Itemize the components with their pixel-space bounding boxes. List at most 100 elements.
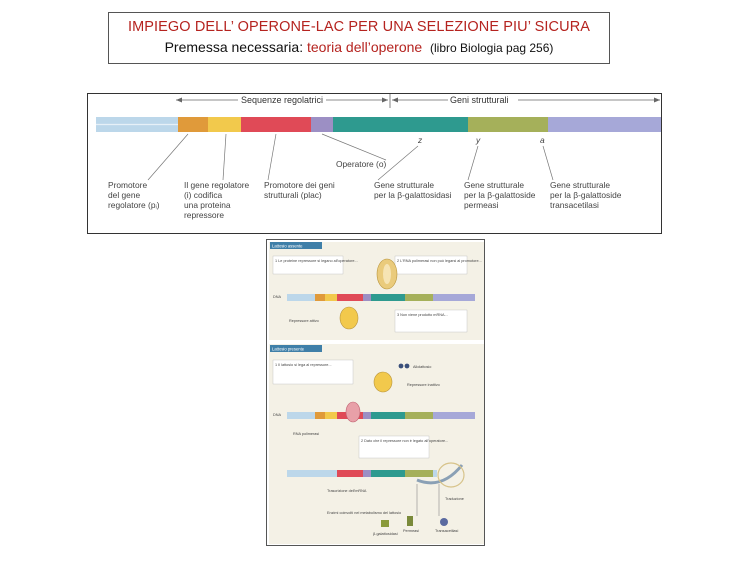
svg-text:Gene strutturale: Gene strutturale	[464, 180, 524, 190]
enzyme-shape-2	[407, 516, 413, 526]
bottom-seg-i	[325, 412, 337, 419]
arrowhead-right-b	[654, 97, 660, 103]
top-step1-text: 1 Le proteine repressore si legano all'o…	[275, 259, 358, 263]
segment-gene-y	[468, 117, 548, 132]
top-step1-box	[272, 255, 344, 275]
lac-operon-panels: Lattosio assente 1 Le proteine repressor…	[266, 239, 485, 546]
bottom-seg-a	[433, 412, 475, 419]
allolactose-label: Allolattosio	[413, 365, 431, 369]
bottom-seg-pi	[315, 412, 325, 419]
svg-text:transacetilasi: transacetilasi	[550, 200, 599, 210]
label-plac: Promotore dei geni strutturali (plac)	[264, 180, 335, 200]
label-gene-y: Gene strutturale per la β-galattoside pe…	[464, 180, 536, 210]
svg-text:Promotore: Promotore	[108, 180, 147, 190]
svg-text:strutturali (plac): strutturali (plac)	[264, 190, 322, 200]
bottom-step2-text: 2 Dato che il repressore non è legato al…	[361, 439, 448, 443]
top-step3-text: 3 Non viene prodotto mRNA...	[397, 313, 448, 317]
operon-diagram-svg: Sequenze regolatrici Geni strutturali z …	[96, 94, 661, 220]
operon-diagram: Sequenze regolatrici Geni strutturali z …	[87, 93, 662, 234]
svg-text:Gene strutturale: Gene strutturale	[550, 180, 610, 190]
allolactose-dot-1	[398, 363, 404, 369]
svg-text:(i) codifica: (i) codifica	[184, 190, 223, 200]
pointer-plac	[267, 133, 277, 181]
top-seg-a	[433, 294, 475, 301]
svg-text:per la β-galattoside: per la β-galattoside	[550, 190, 622, 200]
panel-top-header: Lattosio assente	[272, 244, 303, 249]
pointer-gene-i	[222, 133, 227, 181]
label-gene-z: Gene strutturale per la β-galattosidasi	[374, 180, 452, 200]
svg-text:Il gene regolatore: Il gene regolatore	[184, 180, 250, 190]
top-seg-pi	[315, 294, 325, 301]
gene-letter-y: y	[475, 135, 481, 145]
svg-text:del gene: del gene	[108, 190, 140, 200]
ribosome-shape	[437, 462, 465, 488]
svg-text:regolatore (pᵢ): regolatore (pᵢ)	[108, 200, 160, 210]
bottom-seg-z	[371, 412, 405, 419]
label-promoter-i: Promotore del gene regolatore (pᵢ)	[108, 180, 160, 210]
svg-text:permeasi: permeasi	[464, 200, 499, 210]
bottom-step1-box	[272, 359, 354, 385]
tx-seg-z	[371, 470, 405, 477]
segment-operator	[311, 117, 333, 132]
arrowhead-left-b	[392, 97, 398, 103]
gene-letter-z: z	[417, 135, 423, 145]
enzyme-shape-1	[381, 520, 389, 527]
inactive-repressor-shape	[373, 371, 393, 393]
bottom-seg-operator	[363, 412, 371, 419]
label-gene-i: Il gene regolatore (i) codifica una prot…	[184, 180, 250, 220]
rna-polymerase-inner-top	[383, 264, 391, 284]
page-title: IMPIEGO DELL’ OPERONE-LAC PER UNA SELEZI…	[127, 19, 591, 35]
enzyme-shape-3	[440, 518, 448, 526]
subtitle-reference: (libro Biologia pag 256)	[429, 41, 554, 55]
title-box: IMPIEGO DELL’ OPERONE-LAC PER UNA SELEZI…	[108, 12, 610, 64]
svg-text:una proteina: una proteina	[184, 200, 231, 210]
active-repressor-shape	[339, 306, 359, 330]
svg-text:per la β-galattosidasi: per la β-galattosidasi	[374, 190, 452, 200]
rna-polymerase-shape-bottom	[345, 401, 361, 423]
svg-text:Promotore dei geni: Promotore dei geni	[264, 180, 335, 190]
mrna-label: Trascrizione dell'mRNA	[327, 489, 367, 493]
segment-gene-a	[548, 117, 661, 132]
bottom-seg-y	[405, 412, 433, 419]
pointer-gene-z	[377, 145, 419, 181]
bottom-step1-text: 1 Il lattosio si lega al repressore...	[275, 363, 332, 367]
enzyme-name-2: Permeasi	[403, 529, 419, 533]
tx-seg-plac	[337, 470, 363, 477]
inactive-repressor-label: Repressore inattivo	[407, 383, 440, 387]
header-structural: Geni strutturali	[450, 95, 509, 105]
enzyme-name-3: Transacetilasi	[435, 529, 458, 533]
segment-promoter-i	[178, 117, 208, 132]
subtitle-prefix: Premessa necessaria:	[164, 39, 307, 55]
dna-label-top: DNA	[273, 295, 281, 299]
panel-top-header-bg	[270, 242, 322, 249]
subtitle-highlight: teoria dell’operone	[307, 39, 423, 55]
header-regulatory: Sequenze regolatrici	[241, 95, 323, 105]
top-seg-y	[405, 294, 433, 301]
svg-text:repressore: repressore	[184, 210, 224, 220]
gene-letter-a: a	[540, 135, 545, 145]
allolactose-dot-2	[404, 363, 410, 369]
segment-gene-i	[208, 117, 241, 132]
top-seg-i	[325, 294, 337, 301]
segment-gene-z	[333, 117, 468, 132]
tx-seg-operator	[363, 470, 371, 477]
pointer-operator	[321, 133, 387, 161]
panel-bottom-header-bg	[270, 345, 322, 352]
dna-label-bottom: DNA	[273, 413, 281, 417]
bottom-step2-box	[358, 435, 430, 459]
repressor-label: Repressore attivo	[289, 319, 319, 323]
panel-bottom-header: Lattosio presente	[272, 347, 305, 352]
pointer-gene-y	[467, 145, 479, 181]
lac-operon-panels-svg: Lattosio assente 1 Le proteine repressor…	[269, 242, 484, 544]
svg-text:Gene strutturale: Gene strutturale	[374, 180, 434, 190]
top-seg-z	[371, 294, 405, 301]
enzyme-name-1: β-galattosidasi	[373, 532, 398, 536]
top-seg-plac	[337, 294, 363, 301]
subtitle: Premessa necessaria: teoria dell’operone…	[109, 39, 609, 55]
pointer-promoter-i	[147, 133, 189, 181]
rna-pol-label: RNA polimerasi	[293, 432, 319, 436]
translation-label: Traduzione	[445, 497, 464, 501]
arrowhead-left	[176, 97, 182, 103]
top-seg-operator	[363, 294, 371, 301]
operator-label: Operatore (o)	[336, 159, 386, 169]
